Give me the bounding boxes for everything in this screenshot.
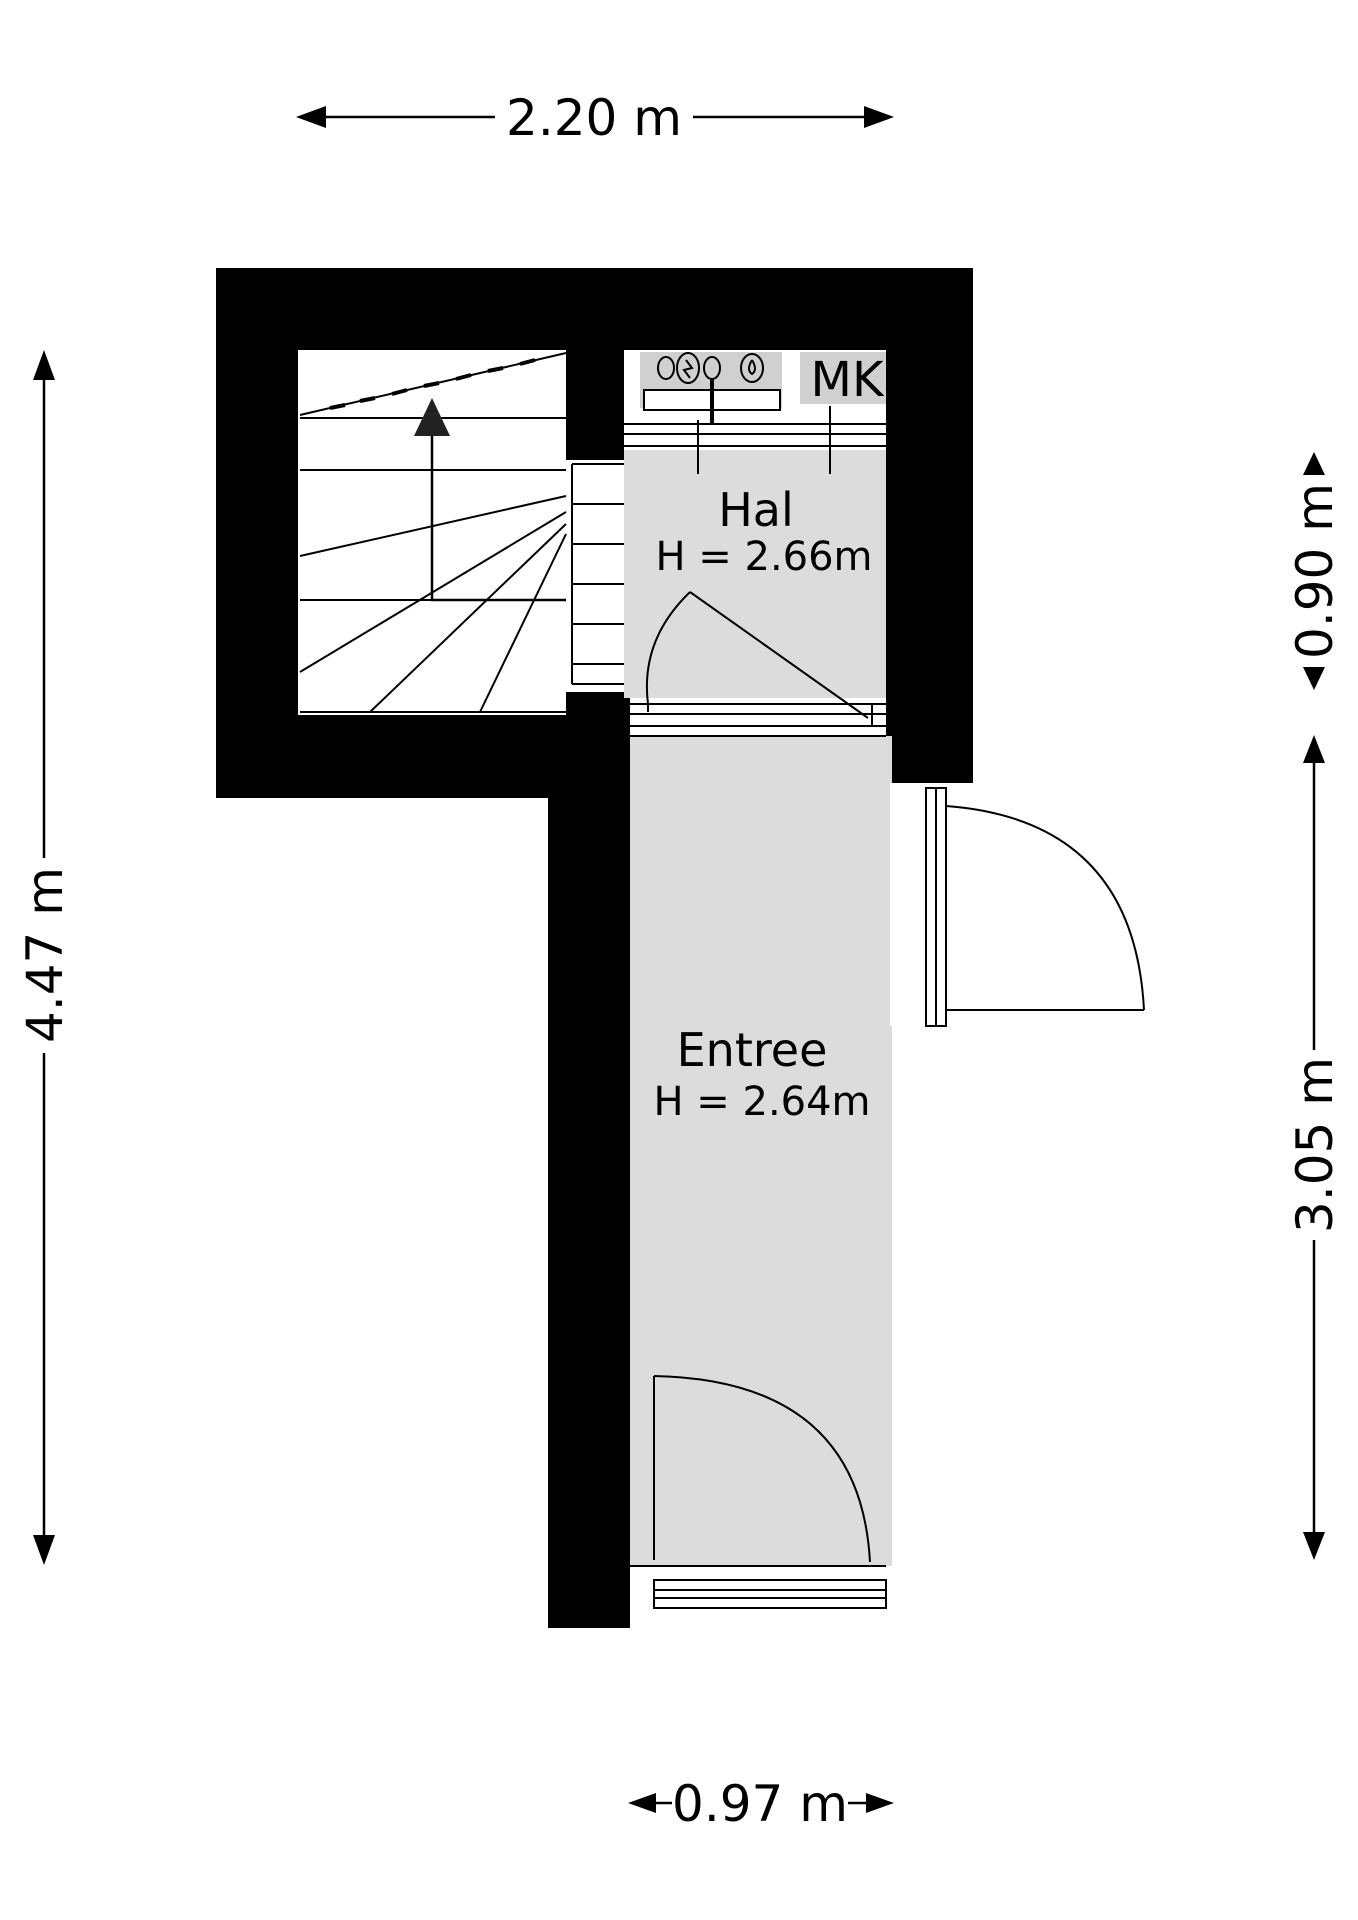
dimension-bottom-label: 0.97 m (672, 1775, 848, 1833)
dimension-right-lower: 3.05 m (1286, 735, 1344, 1560)
meter-cupboard-equipment (624, 352, 886, 474)
hal-door (645, 591, 869, 719)
dimension-right-lower-label: 3.05 m (1286, 1057, 1344, 1233)
dimension-bottom: 0.97 m (628, 1775, 894, 1833)
entree-room-name: Entree (677, 1023, 828, 1077)
hal-floor (624, 448, 886, 698)
dimension-right-upper-label: 0.90 m (1286, 483, 1344, 659)
staircase (299, 352, 624, 713)
meter-cupboard-label: MK (811, 352, 885, 408)
dimension-left: 4.47 m (16, 350, 74, 1565)
side-door (925, 787, 1145, 1027)
entree-room-height: H = 2.64m (653, 1079, 870, 1125)
entree-floor (630, 736, 892, 1566)
hal-room-height: H = 2.66m (655, 534, 872, 580)
dimension-right-upper: 0.90 m (1286, 452, 1344, 690)
stair-landing (566, 460, 626, 692)
meter-cupboard-label-bg (800, 352, 886, 404)
hal-room-name: Hal (718, 483, 794, 537)
stair-direction-arrow (414, 398, 450, 436)
front-door (630, 1375, 887, 1609)
dimension-left-label: 4.47 m (16, 867, 74, 1043)
hal-entree-threshold-lines (630, 703, 886, 737)
dimension-top: 2.20 m (296, 89, 894, 147)
dimension-top-label: 2.20 m (506, 89, 682, 147)
